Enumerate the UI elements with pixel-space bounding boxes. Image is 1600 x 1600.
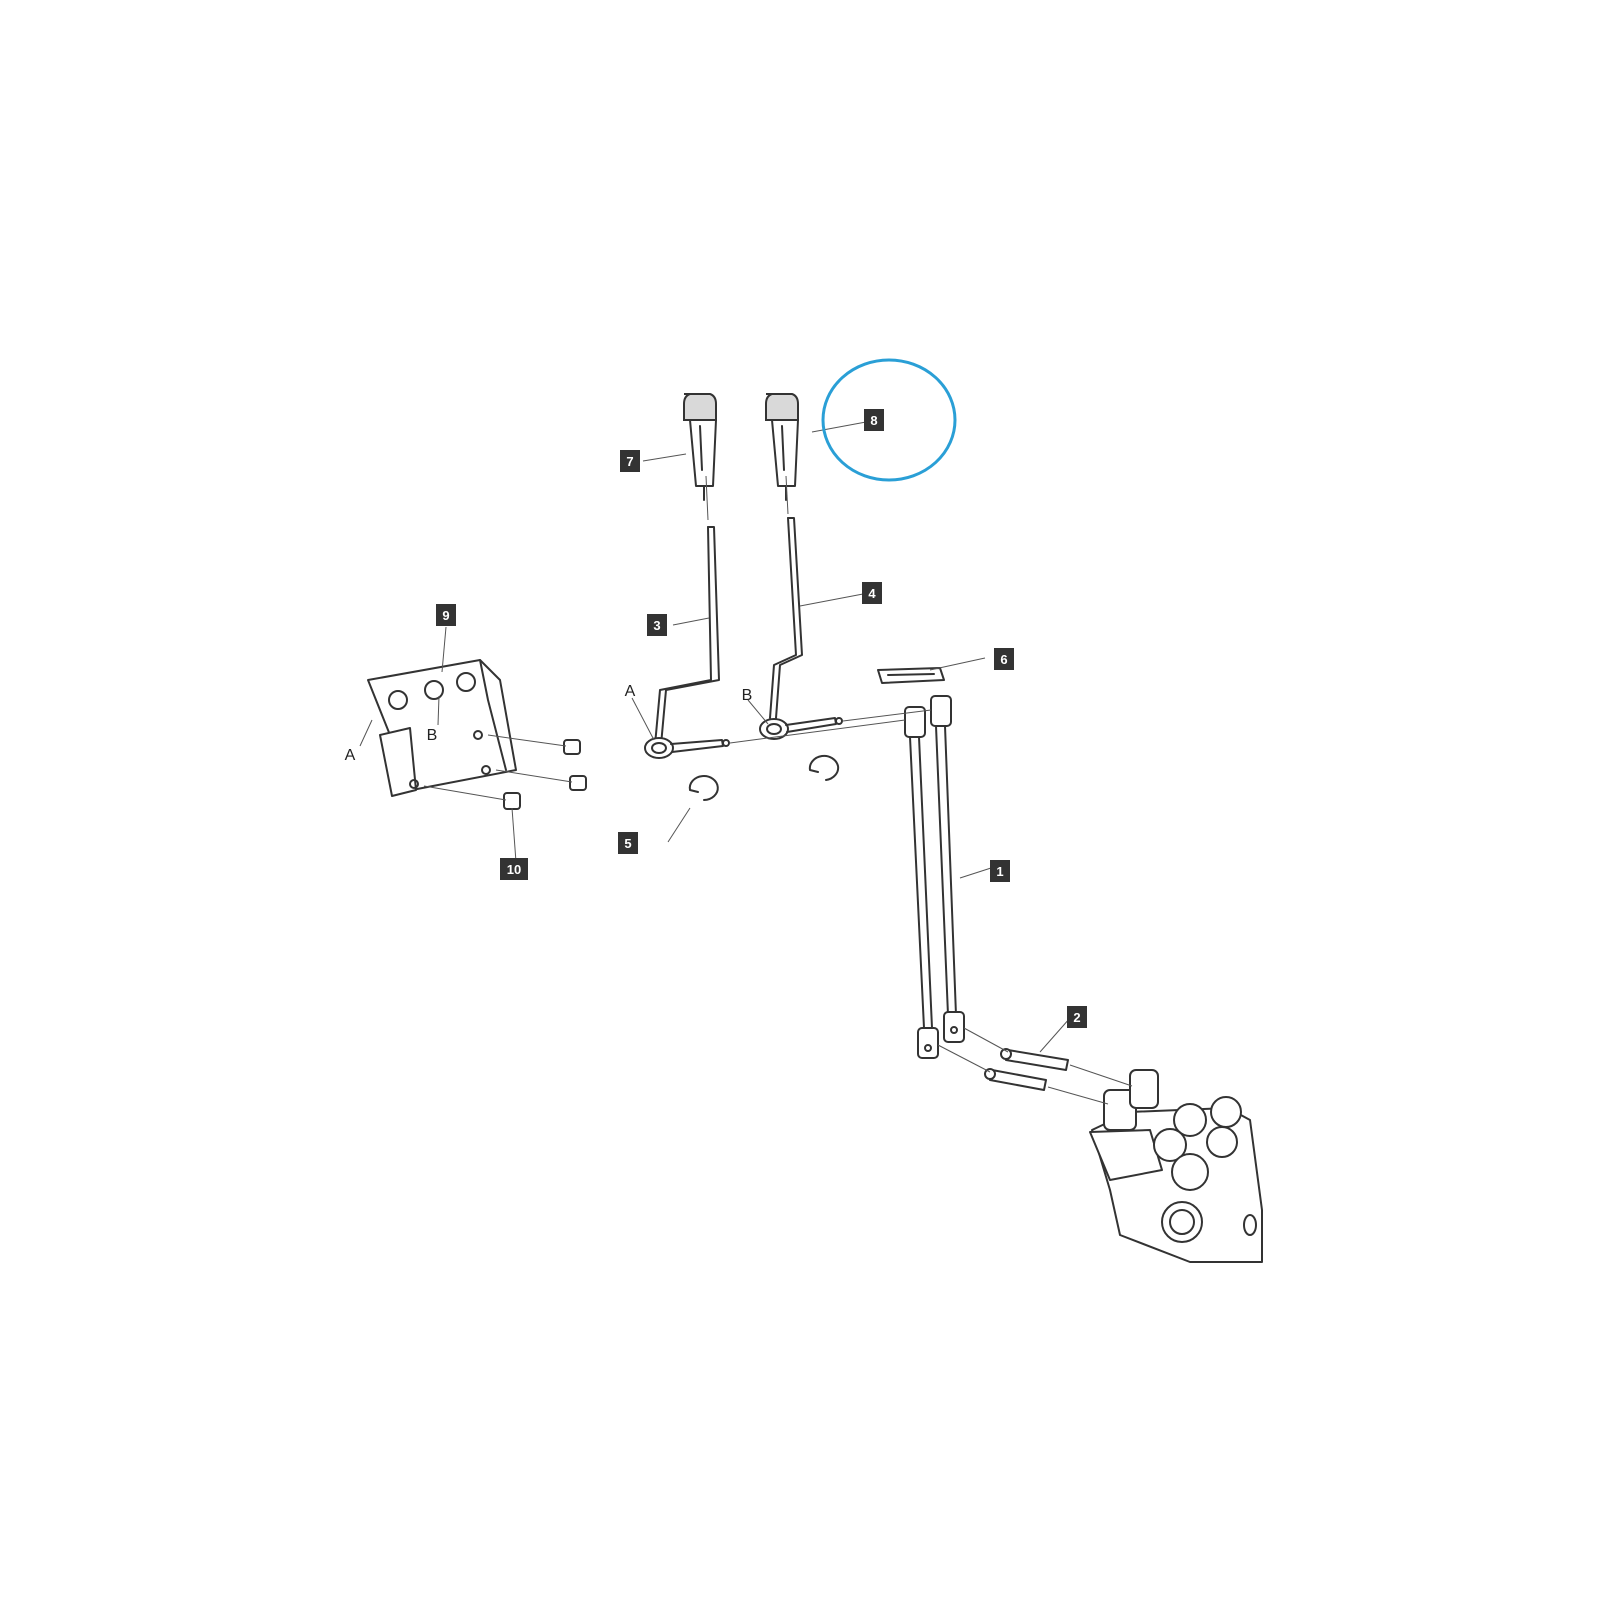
clip-5a: [688, 775, 719, 801]
control-valve: [1089, 1069, 1263, 1263]
callout-9: 9: [436, 604, 456, 626]
letter-a-plate: A: [345, 747, 356, 764]
callout-3: 3: [647, 614, 667, 636]
svg-text:4: 4: [868, 586, 876, 601]
lever-4: [759, 517, 843, 740]
gasket-6: [877, 667, 945, 684]
bolt-10c: [503, 792, 521, 810]
mounting-plate-9: [367, 659, 517, 797]
callout-10: 10: [500, 858, 528, 880]
svg-text:6: 6: [1000, 652, 1007, 667]
bolt-10b: [569, 775, 587, 791]
clip-5b: [808, 755, 839, 781]
callout-2: 2: [1067, 1006, 1087, 1028]
callout-8: 8: [864, 409, 884, 431]
svg-text:9: 9: [442, 608, 449, 623]
svg-text:8: 8: [870, 413, 877, 428]
letter-b-lever: B: [742, 687, 753, 704]
knob-7: [683, 393, 717, 501]
svg-text:10: 10: [507, 862, 521, 877]
svg-text:2: 2: [1073, 1010, 1080, 1025]
svg-text:3: 3: [653, 618, 660, 633]
callout-1: 1: [990, 860, 1010, 882]
leader-lines: [359, 421, 1133, 1105]
callout-6: 6: [994, 648, 1014, 670]
svg-text:7: 7: [626, 454, 633, 469]
rod-1a: [904, 706, 939, 1059]
svg-text:1: 1: [996, 864, 1003, 879]
svg-text:5: 5: [624, 836, 631, 851]
callout-7: 7: [620, 450, 640, 472]
rod-1b: [930, 695, 965, 1043]
bolt-10a: [563, 739, 581, 755]
knob-8: [765, 393, 799, 501]
letter-b-plate: B: [427, 727, 438, 744]
pin-2b: [984, 1068, 1047, 1091]
lever-3: [644, 526, 730, 759]
callout-4: 4: [862, 582, 882, 604]
callout-5: 5: [618, 832, 638, 854]
pin-2a: [1000, 1048, 1069, 1071]
highlight-circle: [821, 358, 957, 482]
letter-a-lever: A: [625, 683, 636, 700]
